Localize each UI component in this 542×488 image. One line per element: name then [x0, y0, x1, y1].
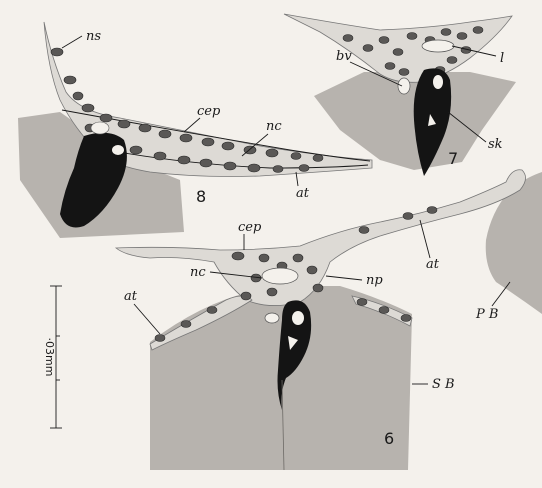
label-at-fig6-left: at	[124, 289, 138, 304]
figure-7: bv l sk 7	[284, 14, 516, 176]
figure-8-number: 8	[196, 187, 206, 206]
scale-bar-label: ·03mm	[43, 338, 56, 377]
scale-bar: ·03mm	[43, 286, 62, 428]
figure-7-number: 7	[448, 149, 458, 168]
label-at-fig6-right: at	[426, 257, 440, 272]
fig8-cavity	[112, 145, 124, 155]
label-sk: sk	[488, 137, 503, 152]
label-at-fig8: at	[296, 186, 310, 201]
label-nc-fig8: nc	[266, 119, 282, 134]
label-bv: bv	[336, 49, 352, 64]
label-sb: S B	[432, 377, 455, 392]
fig6-vessel	[265, 313, 279, 323]
fig6-notochord	[262, 268, 298, 284]
label-cep-fig8: cep	[197, 104, 221, 119]
fig7-cavity	[433, 75, 443, 89]
fig7-blood-vessel	[398, 78, 410, 94]
label-cep-fig6: cep	[238, 220, 262, 235]
figure-6-number: 6	[384, 429, 394, 448]
fig8-vessel	[91, 122, 109, 134]
fig7-tissue	[284, 14, 512, 82]
label-ns: ns	[86, 29, 101, 44]
label-l: l	[500, 51, 504, 66]
figure-8: ns cep nc at 8	[18, 22, 372, 238]
fig6-cavity	[292, 311, 304, 325]
fig7-lumen	[422, 40, 454, 52]
label-np: np	[366, 273, 383, 288]
label-pb: P B	[475, 307, 498, 322]
label-nc-fig6: nc	[190, 265, 206, 280]
